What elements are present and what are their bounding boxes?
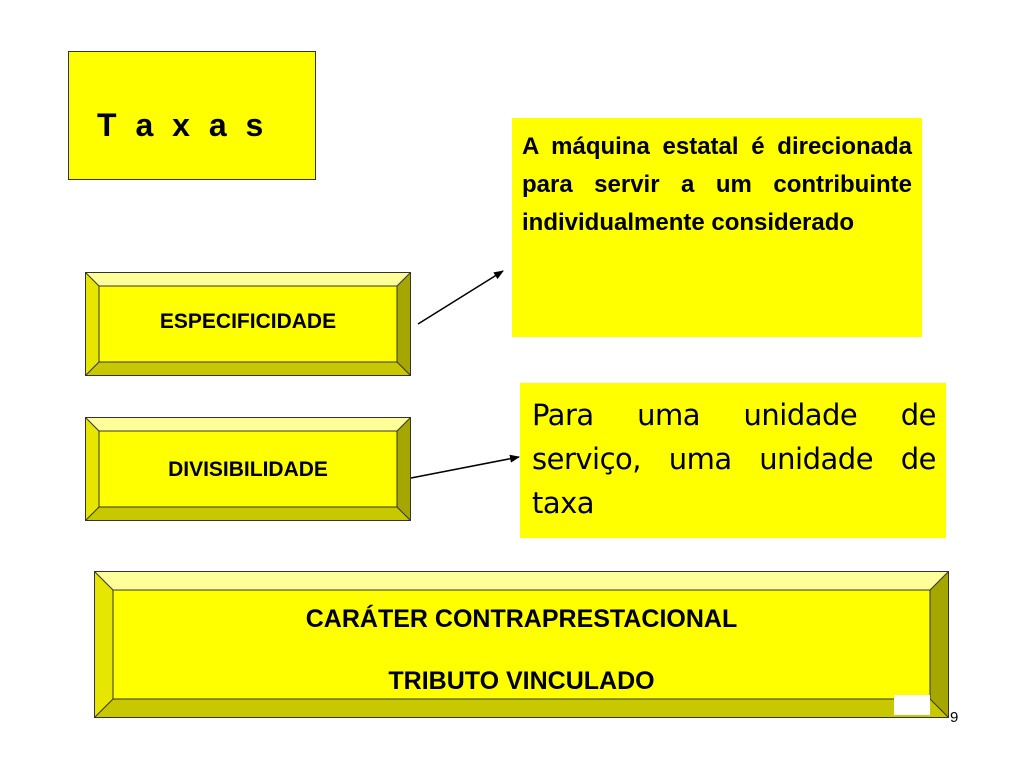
contraprestacional-label: CARÁTER CONTRAPRESTACIONAL bbox=[305, 605, 738, 633]
divisibilidade-box: DIVISIBILIDADE bbox=[85, 417, 411, 521]
bevel-frame bbox=[85, 272, 411, 376]
title-box: T a x a s bbox=[68, 51, 316, 180]
especificidade-box: ESPECIFICIDADE bbox=[85, 272, 411, 376]
tributo-vinculado-label: TRIBUTO VINCULADO bbox=[388, 667, 655, 695]
slide-title: T a x a s bbox=[97, 107, 269, 143]
arrow-divisibilidade bbox=[410, 454, 520, 479]
bevel-frame bbox=[94, 571, 949, 718]
page-number: 9 bbox=[950, 709, 959, 726]
bevel-frame bbox=[85, 417, 411, 521]
arrow-especificidade bbox=[417, 270, 504, 325]
divisibilidade-description: Para uma unidade de serviço, uma unidade… bbox=[520, 383, 946, 538]
especificidade-label: ESPECIFICIDADE bbox=[159, 310, 337, 333]
divisibilidade-label: DIVISIBILIDADE bbox=[168, 458, 328, 481]
contraprestacional-box: CARÁTER CONTRAPRESTACIONAL TRIBUTO VINCU… bbox=[94, 571, 949, 718]
especificidade-description: A máquina estatal é direcionada para ser… bbox=[512, 118, 922, 337]
